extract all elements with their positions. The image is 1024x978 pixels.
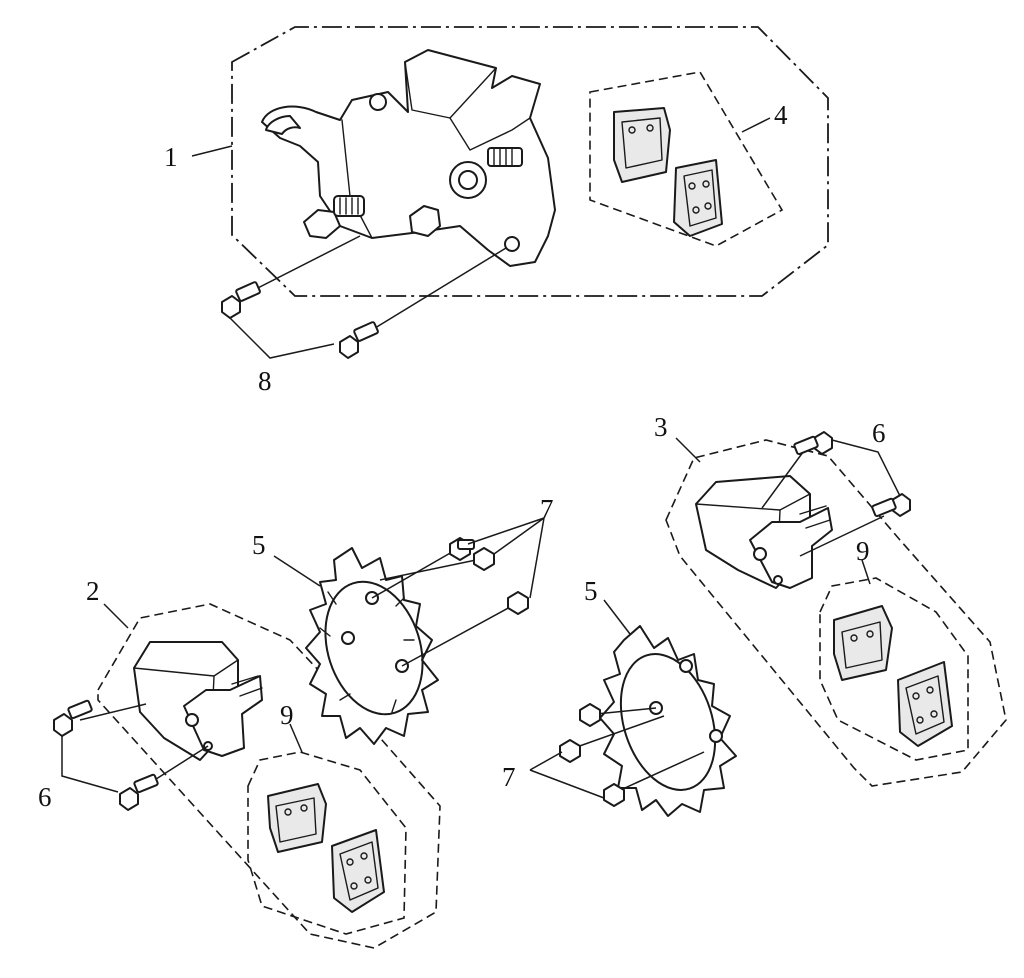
leader-5-left (273, 555, 321, 587)
brake-pad-4a (613, 107, 671, 183)
screw-7c (507, 591, 529, 615)
callout-6-right: 6 (872, 418, 886, 448)
brake-pad-9a-left (267, 783, 327, 853)
caliper-assembly-boundary (231, 26, 829, 297)
pad-set-4-boundary (589, 71, 784, 247)
leader-5-right (603, 599, 631, 635)
brake-pad-9b-right (897, 661, 953, 747)
brake-pad-9a-right (833, 605, 893, 681)
caliper-2 (133, 641, 263, 761)
leader-9-right (861, 559, 871, 585)
pad-set-9-left-boundary (247, 751, 407, 935)
caliper-3-boundary (665, 439, 1007, 787)
screw-7e (559, 739, 581, 763)
leader-9-left (289, 723, 303, 753)
screw-7d (579, 703, 601, 727)
leader-3 (675, 437, 701, 463)
leader-4 (741, 117, 771, 133)
callout-4: 4 (774, 100, 788, 130)
brake-pad-9b-left (331, 829, 385, 913)
brake-disc-5-right (599, 625, 737, 817)
pad-set-9-right-boundary (819, 577, 969, 761)
screw-7f (603, 783, 625, 807)
callout-9-left: 9 (280, 700, 294, 730)
leader-2 (103, 603, 129, 629)
bolt-6d (871, 493, 911, 518)
callout-7-top: 7 (540, 494, 554, 524)
callout-5-left: 5 (252, 530, 266, 560)
caliper-3 (695, 475, 833, 589)
bolt-6b (119, 773, 159, 811)
bolt-8a (221, 281, 261, 319)
callout-1: 1 (164, 142, 178, 172)
callout-6-left: 6 (38, 782, 52, 812)
screw-7a (449, 537, 475, 561)
callout-7-bottom: 7 (502, 762, 516, 792)
caliper-1 (261, 49, 556, 267)
callout-5-right: 5 (584, 576, 598, 606)
caliper-2-boundary (97, 603, 441, 949)
bolt-6a (53, 699, 93, 737)
callout-9-right: 9 (856, 536, 870, 566)
callout-3: 3 (654, 412, 668, 442)
bolt-8b (339, 321, 379, 359)
brake-pad-4b (673, 159, 723, 237)
callout-2: 2 (86, 576, 100, 606)
screw-7b (473, 547, 495, 571)
bolt-6c (793, 431, 833, 456)
leader-1 (191, 145, 233, 157)
callout-8: 8 (258, 366, 272, 396)
brake-disc-5-left (305, 547, 439, 745)
caliper-assembly-group (231, 26, 829, 337)
